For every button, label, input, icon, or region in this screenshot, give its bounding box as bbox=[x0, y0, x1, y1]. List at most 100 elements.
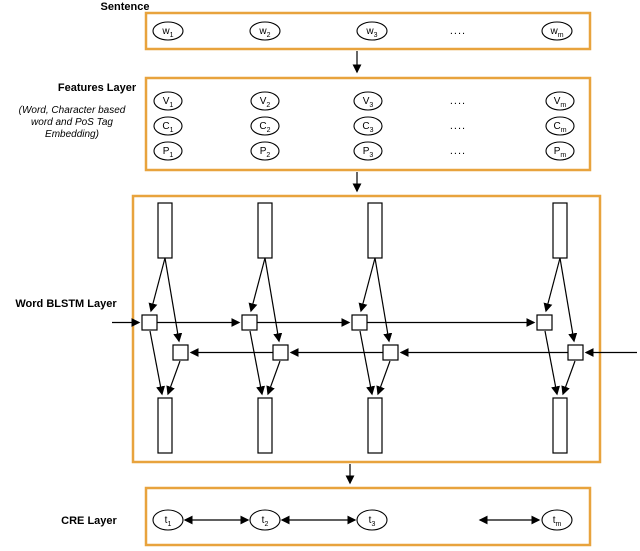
tag-node-t3: t3 bbox=[356, 509, 388, 531]
features-note-line-1: (Word, Character based bbox=[19, 105, 126, 116]
word-ellipse bbox=[541, 21, 573, 41]
arrow-backward-to-output bbox=[561, 360, 576, 396]
feature-node-label: V2 bbox=[260, 96, 271, 109]
word-node-w1: w1 bbox=[152, 21, 184, 41]
arrow-input-to-forward bbox=[358, 257, 376, 313]
feature-ellipse bbox=[250, 91, 280, 111]
arrow-backward-to-output bbox=[376, 360, 391, 396]
arrow-input-to-backward bbox=[264, 257, 283, 343]
feature-ellipse bbox=[353, 141, 383, 161]
tag-ellipse bbox=[249, 509, 281, 531]
features-note-line-3: Embedding) bbox=[45, 129, 99, 140]
blstm-column-2 bbox=[241, 202, 289, 454]
arrow-forward-to-output bbox=[544, 330, 560, 396]
features-row-v-ellipsis: .... bbox=[450, 95, 466, 107]
feature-ellipse bbox=[153, 91, 183, 111]
output-rect bbox=[157, 397, 173, 454]
tag-node-label: tm bbox=[553, 515, 562, 528]
features-row-p-ellipsis: .... bbox=[450, 145, 466, 157]
feature-node-label: P1 bbox=[163, 146, 174, 159]
features-note-line-2: word and PoS Tag bbox=[31, 117, 113, 128]
features-layer: V1 V2 V3 .... Vm C1 C2 C3 .... Cm P1 P2 bbox=[144, 76, 592, 172]
tag-node-t2: t2 bbox=[249, 509, 281, 531]
input-embedding-rect bbox=[157, 202, 173, 259]
word-node-label: w2 bbox=[258, 26, 270, 39]
output-rect bbox=[552, 397, 568, 454]
output-rect bbox=[367, 397, 383, 454]
backward-lstm-cell bbox=[272, 344, 289, 361]
backward-lstm-cell bbox=[567, 344, 584, 361]
word-node-w3: w3 bbox=[356, 21, 388, 41]
arrow-input-to-backward bbox=[559, 257, 578, 343]
word-node-label: w1 bbox=[161, 26, 173, 39]
word-node-label: wm bbox=[549, 26, 563, 39]
arrow-backward-to-output bbox=[166, 360, 181, 396]
word-blstm-layer bbox=[112, 194, 637, 464]
word-blstm-layer-label: Word BLSTM Layer bbox=[15, 298, 117, 310]
tag-node-label: t3 bbox=[369, 515, 376, 528]
feature-node-label: V3 bbox=[363, 96, 374, 109]
features-row-c-ellipsis: .... bbox=[450, 120, 466, 132]
feature-ellipse bbox=[153, 116, 183, 136]
arrow-input-to-forward bbox=[248, 257, 266, 313]
features-row-c: C1 C2 C3 .... Cm bbox=[153, 116, 575, 136]
tag-node-label: t1 bbox=[165, 515, 172, 528]
tag-node-tm: tm bbox=[541, 509, 573, 531]
feature-node-label: V1 bbox=[163, 96, 174, 109]
feature-node-label: C3 bbox=[362, 121, 373, 134]
word-ellipse bbox=[152, 21, 184, 41]
forward-lstm-cell bbox=[141, 314, 158, 331]
blstm-layer-box bbox=[131, 194, 602, 464]
forward-lstm-cell bbox=[241, 314, 258, 331]
output-rect bbox=[257, 397, 273, 454]
features-layer-box bbox=[144, 76, 592, 172]
sentence-ellipsis: .... bbox=[450, 25, 466, 37]
feature-node-label: Cm bbox=[553, 121, 566, 134]
feature-ellipse bbox=[353, 116, 383, 136]
backward-lstm-cell bbox=[172, 344, 189, 361]
arrow-backward-to-output bbox=[266, 360, 281, 396]
feature-node-label: P2 bbox=[260, 146, 271, 159]
word-ellipse bbox=[249, 21, 281, 41]
word-ellipse bbox=[356, 21, 388, 41]
arrow-forward-to-output bbox=[249, 330, 265, 396]
sentence-layer-box bbox=[144, 11, 592, 51]
tag-ellipse bbox=[541, 509, 573, 531]
sentence-layer: w1 w2 w3 .... wm bbox=[144, 11, 592, 51]
input-embedding-rect bbox=[552, 202, 568, 259]
sentence-layer-label: Sentence bbox=[101, 1, 150, 13]
tag-node-t1: t1 bbox=[152, 509, 184, 531]
forward-lstm-cell bbox=[351, 314, 368, 331]
word-node-w2: w2 bbox=[249, 21, 281, 41]
arrow-input-to-backward bbox=[374, 257, 393, 343]
features-row-p: P1 P2 P3 .... Pm bbox=[153, 141, 575, 161]
cre-layer-label: CRE Layer bbox=[61, 515, 117, 527]
blstm-column-m bbox=[536, 202, 584, 454]
forward-lstm-cell bbox=[536, 314, 553, 331]
input-embedding-rect bbox=[257, 202, 273, 259]
blstm-column-1 bbox=[141, 202, 189, 454]
arrow-input-to-backward bbox=[164, 257, 183, 343]
tag-ellipse bbox=[152, 509, 184, 531]
feature-ellipse bbox=[545, 141, 575, 161]
arrow-input-to-forward bbox=[148, 257, 166, 313]
cre-layer-box bbox=[144, 486, 592, 547]
input-embedding-rect bbox=[367, 202, 383, 259]
backward-lstm-cell bbox=[382, 344, 399, 361]
tag-ellipse bbox=[356, 509, 388, 531]
feature-ellipse bbox=[353, 91, 383, 111]
features-layer-label: Features Layer bbox=[58, 82, 137, 94]
feature-ellipse bbox=[250, 141, 280, 161]
arrow-input-to-forward bbox=[543, 257, 561, 313]
feature-ellipse bbox=[153, 141, 183, 161]
arrow-forward-to-output bbox=[359, 330, 375, 396]
feature-node-label: Pm bbox=[554, 146, 567, 159]
feature-ellipse bbox=[250, 116, 280, 136]
tag-node-label: t2 bbox=[262, 515, 269, 528]
feature-node-label: Vm bbox=[554, 96, 567, 109]
feature-node-label: P3 bbox=[363, 146, 374, 159]
feature-node-label: C1 bbox=[162, 121, 173, 134]
word-node-wm: wm bbox=[541, 21, 573, 41]
